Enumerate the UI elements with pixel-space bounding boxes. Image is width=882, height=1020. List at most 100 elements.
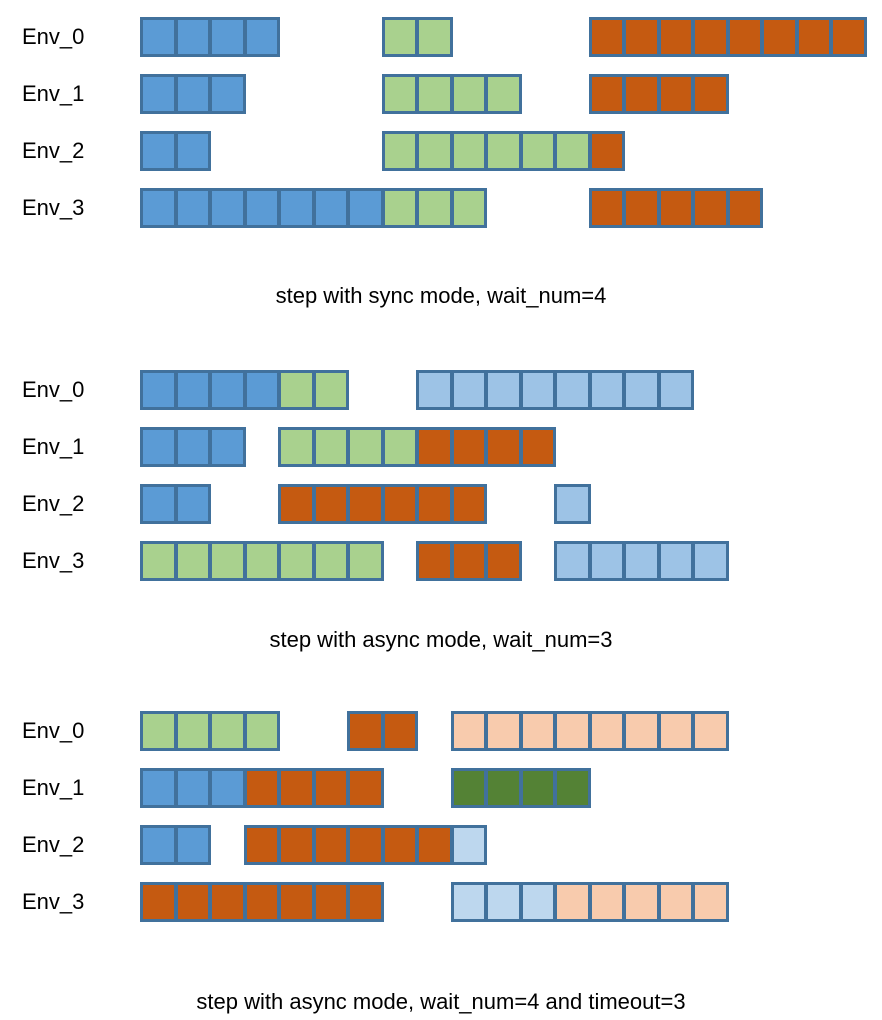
step-cell-orange <box>695 77 726 111</box>
env-label: Env_1 <box>22 775 85 800</box>
step-cell-blue <box>212 771 243 805</box>
timeline-segment <box>416 541 522 581</box>
step-cell-blue <box>143 828 174 862</box>
step-cell-blue <box>177 828 208 862</box>
step-cell-blue <box>177 487 208 521</box>
step-cell-orange <box>626 191 657 225</box>
env-label: Env_0 <box>22 377 85 402</box>
timeline-segment <box>416 370 694 410</box>
step-cell-green <box>419 191 450 225</box>
step-cell-orange <box>488 430 519 464</box>
step-cell-orange <box>729 20 760 54</box>
timeline-segment <box>140 131 211 171</box>
timeline-segment <box>381 131 625 171</box>
step-cell-orange <box>522 430 553 464</box>
step-cell-orange <box>488 544 519 578</box>
step-cell-blue <box>143 373 174 407</box>
step-cell-orange <box>591 191 622 225</box>
step-cell-orange <box>281 487 312 521</box>
step-cell-blue <box>177 20 208 54</box>
step-cell-peach <box>660 885 691 919</box>
step-cell-orange <box>591 20 622 54</box>
step-cell-blue <box>212 77 243 111</box>
step-cell-green <box>212 714 243 748</box>
step-cell-orange <box>419 828 450 862</box>
step-cell-green <box>143 714 174 748</box>
step-cell-light-blue <box>626 373 657 407</box>
env-label: Env_1 <box>22 434 85 459</box>
step-cell-light-blue <box>695 544 726 578</box>
step-cell-green <box>212 544 243 578</box>
env-label: Env_3 <box>22 889 85 914</box>
step-cell-green <box>419 20 450 54</box>
step-cell-orange <box>453 430 484 464</box>
step-cell-peach <box>557 885 588 919</box>
step-cell-light-blue <box>626 544 657 578</box>
step-cell-dark-green <box>488 771 519 805</box>
step-cell-orange <box>453 487 484 521</box>
step-cell-green <box>281 373 312 407</box>
step-cell-green <box>281 430 312 464</box>
timeline-segment <box>347 711 418 751</box>
step-cell-green <box>246 544 277 578</box>
step-cell-green <box>315 373 346 407</box>
panel-caption: step with async mode, wait_num=4 and tim… <box>196 989 686 1014</box>
step-cell-blue <box>350 191 381 225</box>
timeline-segment <box>243 825 487 865</box>
env-label: Env_2 <box>22 138 85 163</box>
step-cell-peach <box>557 714 588 748</box>
step-cell-peach <box>695 714 726 748</box>
step-cell-green <box>384 20 415 54</box>
step-cell-orange <box>419 430 450 464</box>
env-label: Env_1 <box>22 81 85 106</box>
timeline-segment <box>554 541 729 581</box>
step-cell-orange <box>591 77 622 111</box>
step-cell-orange <box>384 714 415 748</box>
env-label: Env_0 <box>22 24 85 49</box>
step-cell-peach <box>488 714 519 748</box>
step-cell-orange <box>315 487 346 521</box>
step-cell-light-blue <box>557 373 588 407</box>
step-cell-blue <box>246 191 277 225</box>
step-cell-peach <box>591 714 622 748</box>
step-cell-orange <box>246 771 277 805</box>
timeline-segment <box>140 711 280 751</box>
timeline-segment <box>450 882 729 922</box>
step-cell-orange <box>212 885 243 919</box>
step-cell-green <box>177 714 208 748</box>
step-cell-orange <box>246 885 277 919</box>
step-cell-orange <box>315 771 346 805</box>
step-cell-green <box>384 191 415 225</box>
step-cell-pale-blue <box>488 885 519 919</box>
step-cell-blue <box>143 191 174 225</box>
step-cell-orange <box>281 885 312 919</box>
step-cell-green <box>419 77 450 111</box>
step-cell-orange <box>695 191 726 225</box>
step-cell-green <box>143 544 174 578</box>
env-label: Env_3 <box>22 195 85 220</box>
step-cell-blue <box>212 20 243 54</box>
step-cell-orange <box>660 20 691 54</box>
step-cell-orange <box>419 487 450 521</box>
timeline-segment <box>381 17 453 57</box>
timeline-segment <box>140 768 384 808</box>
step-cell-orange <box>384 487 415 521</box>
timeline-segment <box>140 370 349 410</box>
step-cell-blue <box>177 191 208 225</box>
step-cell-blue <box>143 430 174 464</box>
step-cell-blue <box>212 191 243 225</box>
step-cell-blue <box>177 771 208 805</box>
step-cell-blue <box>177 373 208 407</box>
step-cell-light-blue <box>453 373 484 407</box>
step-cell-orange <box>591 134 622 168</box>
step-cell-light-blue <box>419 373 450 407</box>
step-cell-green <box>177 544 208 578</box>
step-cell-peach <box>626 885 657 919</box>
step-cell-light-blue <box>557 544 588 578</box>
step-cell-green <box>522 134 553 168</box>
step-cell-light-blue <box>522 373 553 407</box>
step-cell-blue <box>143 77 174 111</box>
step-cell-orange <box>419 544 450 578</box>
timeline-segment <box>278 427 556 467</box>
step-cell-blue <box>246 373 277 407</box>
